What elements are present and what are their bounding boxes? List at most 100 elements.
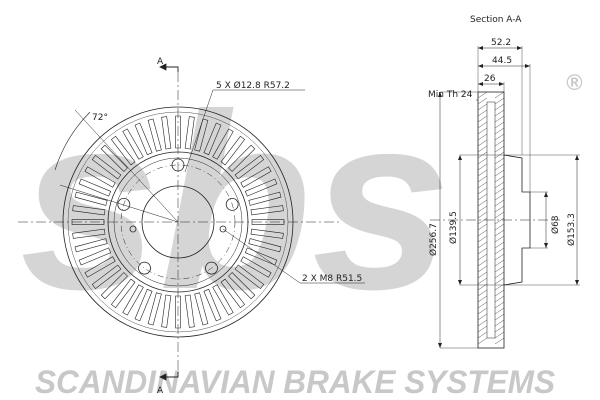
threaded-holes-label: 2 X M8 R51.5 [302, 274, 362, 284]
hatch-line [477, 307, 488, 315]
ventilation-slot [134, 288, 153, 322]
hatch-line [477, 193, 488, 201]
hatch-line [477, 337, 488, 345]
ventilation-slot [110, 135, 136, 166]
ventilation-slot [134, 122, 153, 156]
ventilation-slot [74, 238, 108, 253]
ventilation-slot [84, 166, 116, 188]
ventilation-slot [147, 292, 162, 326]
ventilation-slot [84, 256, 116, 278]
bolt-holes-label: 5 X Ø12.8 R57.2 [216, 80, 290, 91]
ventilation-slot [194, 118, 209, 152]
ventilation-slot [234, 154, 265, 180]
hatch-line [477, 277, 488, 285]
ventilation-slot [244, 247, 278, 266]
hatch-line [494, 205, 505, 213]
hatch-line [477, 109, 488, 117]
dim-thickness: 26 [484, 74, 496, 84]
ventilation-slot [240, 256, 272, 278]
hatch-line [494, 127, 505, 135]
hatch-line [477, 139, 488, 147]
hatch-line [477, 217, 488, 225]
hatch-line [494, 139, 505, 147]
hatch-line [494, 235, 505, 243]
bolt-hole [138, 261, 151, 275]
hatch-line [494, 91, 505, 99]
ventilation-slot [244, 178, 278, 197]
ventilation-slot [203, 288, 222, 322]
hatch-line [477, 115, 488, 123]
ventilation-slot [71, 219, 105, 225]
hatch-line [494, 229, 505, 237]
threaded-hole-leader [222, 228, 301, 284]
ventilation-slot [91, 154, 122, 180]
hatch-line [477, 229, 488, 237]
hatch-line [477, 163, 488, 171]
hatch-line [494, 241, 505, 249]
hatch-line [477, 253, 488, 261]
ventilation-slot [234, 264, 265, 290]
ventilation-slot [78, 247, 112, 266]
dim-width-total: 52.2 [491, 38, 511, 48]
ventilation-slot [100, 272, 128, 300]
ventilation-slot [240, 166, 272, 188]
hatch-line [477, 103, 488, 111]
dim-width-hub: 44.5 [492, 56, 512, 66]
ventilation-slot [194, 292, 209, 326]
hatch-line [477, 97, 488, 105]
hatch-line [494, 325, 505, 333]
hatch-line [494, 211, 505, 219]
ventilation-slot [72, 228, 106, 239]
ventilation-slot [212, 128, 234, 160]
ventilation-slot [74, 191, 108, 206]
ventilation-slot [175, 115, 181, 149]
hatch-line [494, 121, 505, 129]
hatch-line [494, 313, 505, 321]
angle-leg [74, 109, 179, 223]
angle-arc [54, 111, 91, 171]
min-thickness-label: Min Th 24 [428, 90, 473, 100]
angle-label: 72° [92, 113, 108, 123]
hatch-line [477, 259, 488, 267]
hatch-line [477, 205, 488, 213]
ventilation-slot [220, 278, 246, 309]
threaded-hole [129, 225, 137, 233]
hatch-line [477, 211, 488, 219]
ventilation-slot [175, 295, 181, 329]
hatch-line [477, 271, 488, 279]
hatch-line [494, 133, 505, 141]
bolt-hole-leader [184, 89, 214, 173]
hatch-line [494, 145, 505, 153]
hatch-line [494, 259, 505, 267]
hatch-line [494, 169, 505, 177]
ventilation-slot [122, 128, 144, 160]
hatch-line [494, 319, 505, 327]
dim-hat-diameter: Ø153.3 [566, 213, 577, 246]
ventilation-slot [250, 205, 284, 216]
hatch-line [477, 127, 488, 135]
hatch-line [477, 313, 488, 321]
ventilation-slot [184, 294, 195, 328]
hatch-line [494, 307, 505, 315]
ventilation-slot [220, 135, 246, 166]
ventilation-slot [100, 144, 128, 172]
hatch-line [477, 145, 488, 153]
ventilation-slot [228, 272, 256, 300]
hatch-line [494, 193, 505, 201]
hatch-line [494, 157, 505, 165]
bolt-hole [205, 261, 218, 275]
hatch-line [494, 103, 505, 111]
ventilation-slot [250, 228, 284, 239]
hatch-line [494, 295, 505, 303]
hatch-line [494, 217, 505, 225]
ventilation-slot [203, 122, 222, 156]
hatch-line [494, 175, 505, 183]
ventilation-slot [251, 219, 285, 225]
hatch-line [494, 223, 505, 231]
hatch-line [494, 289, 505, 297]
hatch-line [494, 115, 505, 123]
section-marker-top-label: A [157, 57, 164, 67]
section-view [430, 46, 580, 349]
ventilation-slot [72, 205, 106, 216]
